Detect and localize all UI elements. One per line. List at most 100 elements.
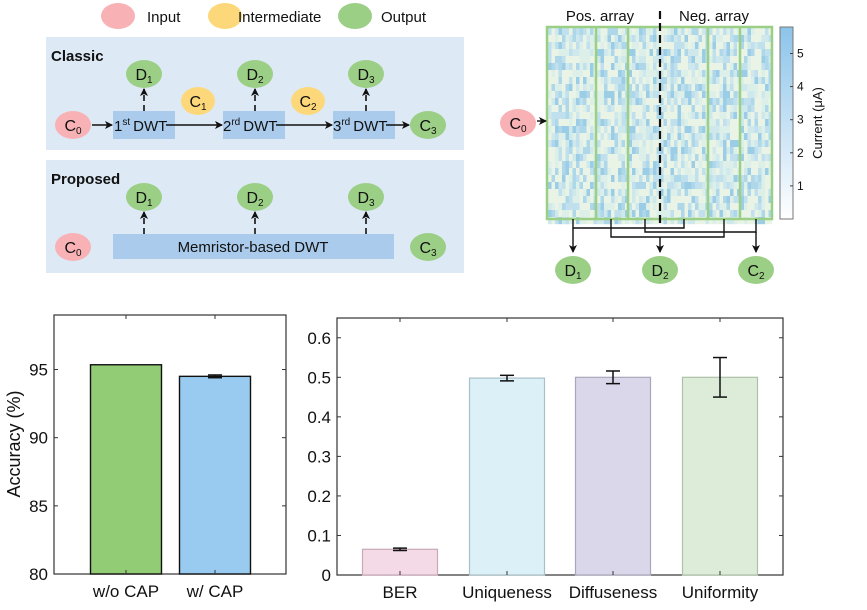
- heatmap-cell: [702, 182, 706, 190]
- heatmap-cell: [590, 49, 594, 57]
- heatmap-cell: [761, 196, 766, 204]
- heatmap-cell: [709, 154, 713, 162]
- heatmap-cell: [751, 140, 755, 148]
- y-tick-label: 0.3: [307, 447, 331, 466]
- heatmap-cell: [684, 28, 689, 36]
- heatmap-cell: [670, 84, 675, 92]
- heatmap-cell: [597, 154, 601, 162]
- heatmap-cell: [663, 203, 668, 211]
- heatmap-cell: [628, 35, 633, 43]
- heatmap-cell: [719, 133, 724, 141]
- heatmap-cell: [569, 77, 573, 85]
- heatmap-cell: [621, 112, 626, 120]
- proposed-output-node: C3: [410, 233, 446, 261]
- heatmap-cell: [548, 133, 552, 141]
- heatmap-cell: [558, 105, 563, 113]
- heatmap-cell: [590, 196, 594, 204]
- heatmap-cell: [747, 168, 752, 176]
- heatmap-cell: [646, 91, 650, 99]
- heatmap-cell: [702, 140, 706, 148]
- heatmap-cell: [639, 196, 643, 204]
- heatmap-cell: [733, 217, 738, 225]
- heatmap-cell: [670, 133, 675, 141]
- heatmap-cell: [719, 28, 724, 36]
- heatmap-cell: [688, 112, 692, 120]
- heatmap-cell: [618, 112, 622, 120]
- legend-intermediate-swatch: [208, 3, 242, 29]
- heatmap-cell: [747, 56, 752, 64]
- heatmap-cell: [632, 91, 636, 99]
- heatmap-cell: [579, 63, 584, 71]
- heatmap-cell: [632, 217, 636, 225]
- heatmap-cell: [695, 140, 699, 148]
- heatmap-cell: [688, 161, 692, 169]
- heatmap-cell: [646, 196, 650, 204]
- heatmap-cell: [691, 126, 696, 134]
- heatmap-cell: [681, 49, 685, 57]
- heatmap-cell: [751, 49, 755, 57]
- heatmap-cell: [607, 70, 612, 78]
- heatmap-cell: [695, 42, 699, 50]
- heatmap-cell: [726, 168, 731, 176]
- heatmap-cell: [726, 56, 731, 64]
- heatmap-cell: [674, 203, 678, 211]
- heatmap-cell: [681, 70, 685, 78]
- heatmap-cell: [649, 63, 654, 71]
- classic-input-node: C0: [55, 111, 91, 139]
- heatmap-cell: [684, 147, 689, 155]
- svg-text:D2: D2: [246, 67, 264, 86]
- heatmap-cell: [590, 154, 594, 162]
- heatmap-cell: [558, 161, 563, 169]
- heatmap-cell: [691, 35, 696, 43]
- heatmap-cell: [548, 175, 552, 183]
- heatmap-cell: [758, 196, 762, 204]
- heatmap-cell: [656, 140, 661, 148]
- heatmap-cell: [684, 56, 689, 64]
- x-tick-label: Uniqueness: [462, 583, 552, 602]
- heatmap-cell: [642, 147, 647, 155]
- heatmap-cell: [611, 126, 615, 134]
- heatmap-cell: [681, 175, 685, 183]
- heatmap-cell: [604, 154, 608, 162]
- heatmap-cell: [674, 210, 678, 218]
- heatmap-cell: [761, 140, 766, 148]
- heatmap-cell: [607, 147, 612, 155]
- heatmap-cell: [548, 49, 552, 57]
- heatmap-cell: [642, 42, 647, 50]
- heatmap-cell: [730, 196, 734, 204]
- heatmap-cell: [677, 133, 682, 141]
- heatmap-cell: [579, 147, 584, 155]
- heatmap-cell: [565, 182, 570, 190]
- heatmap-cell: [597, 147, 601, 155]
- heatmap-cell: [667, 119, 671, 127]
- heatmap-cell: [590, 189, 594, 197]
- heatmap-cell: [667, 63, 671, 71]
- heatmap-cell: [670, 105, 675, 113]
- heatmap-cell: [607, 105, 612, 113]
- heatmap-cell: [660, 105, 664, 113]
- heatmap-cell: [639, 147, 643, 155]
- heatmap-cell: [695, 147, 699, 155]
- heatmap-cell: [632, 112, 636, 120]
- heatmap-cell: [583, 70, 587, 78]
- heatmap-cell: [674, 84, 678, 92]
- heatmap-cell: [548, 70, 552, 78]
- heatmap-cell: [604, 140, 608, 148]
- heatmap-cell: [548, 98, 552, 106]
- dwt-stage-1-box: [113, 111, 175, 139]
- heatmap-cell: [597, 91, 601, 99]
- heatmap-cell: [751, 196, 755, 204]
- heatmap-cell: [698, 49, 703, 57]
- heatmap-cell: [590, 203, 594, 211]
- heatmap-cell: [569, 98, 573, 106]
- heatmap-cell: [698, 161, 703, 169]
- heatmap-cell: [702, 84, 706, 92]
- heatmap-cell: [740, 126, 745, 134]
- heatmap-cell: [660, 84, 664, 92]
- heatmap-cell: [576, 161, 580, 169]
- heatmap-cell: [558, 175, 563, 183]
- heatmap-cell: [663, 77, 668, 85]
- heatmap-cell: [730, 154, 734, 162]
- heatmap-cell: [677, 56, 682, 64]
- heatmap-cell: [768, 154, 773, 162]
